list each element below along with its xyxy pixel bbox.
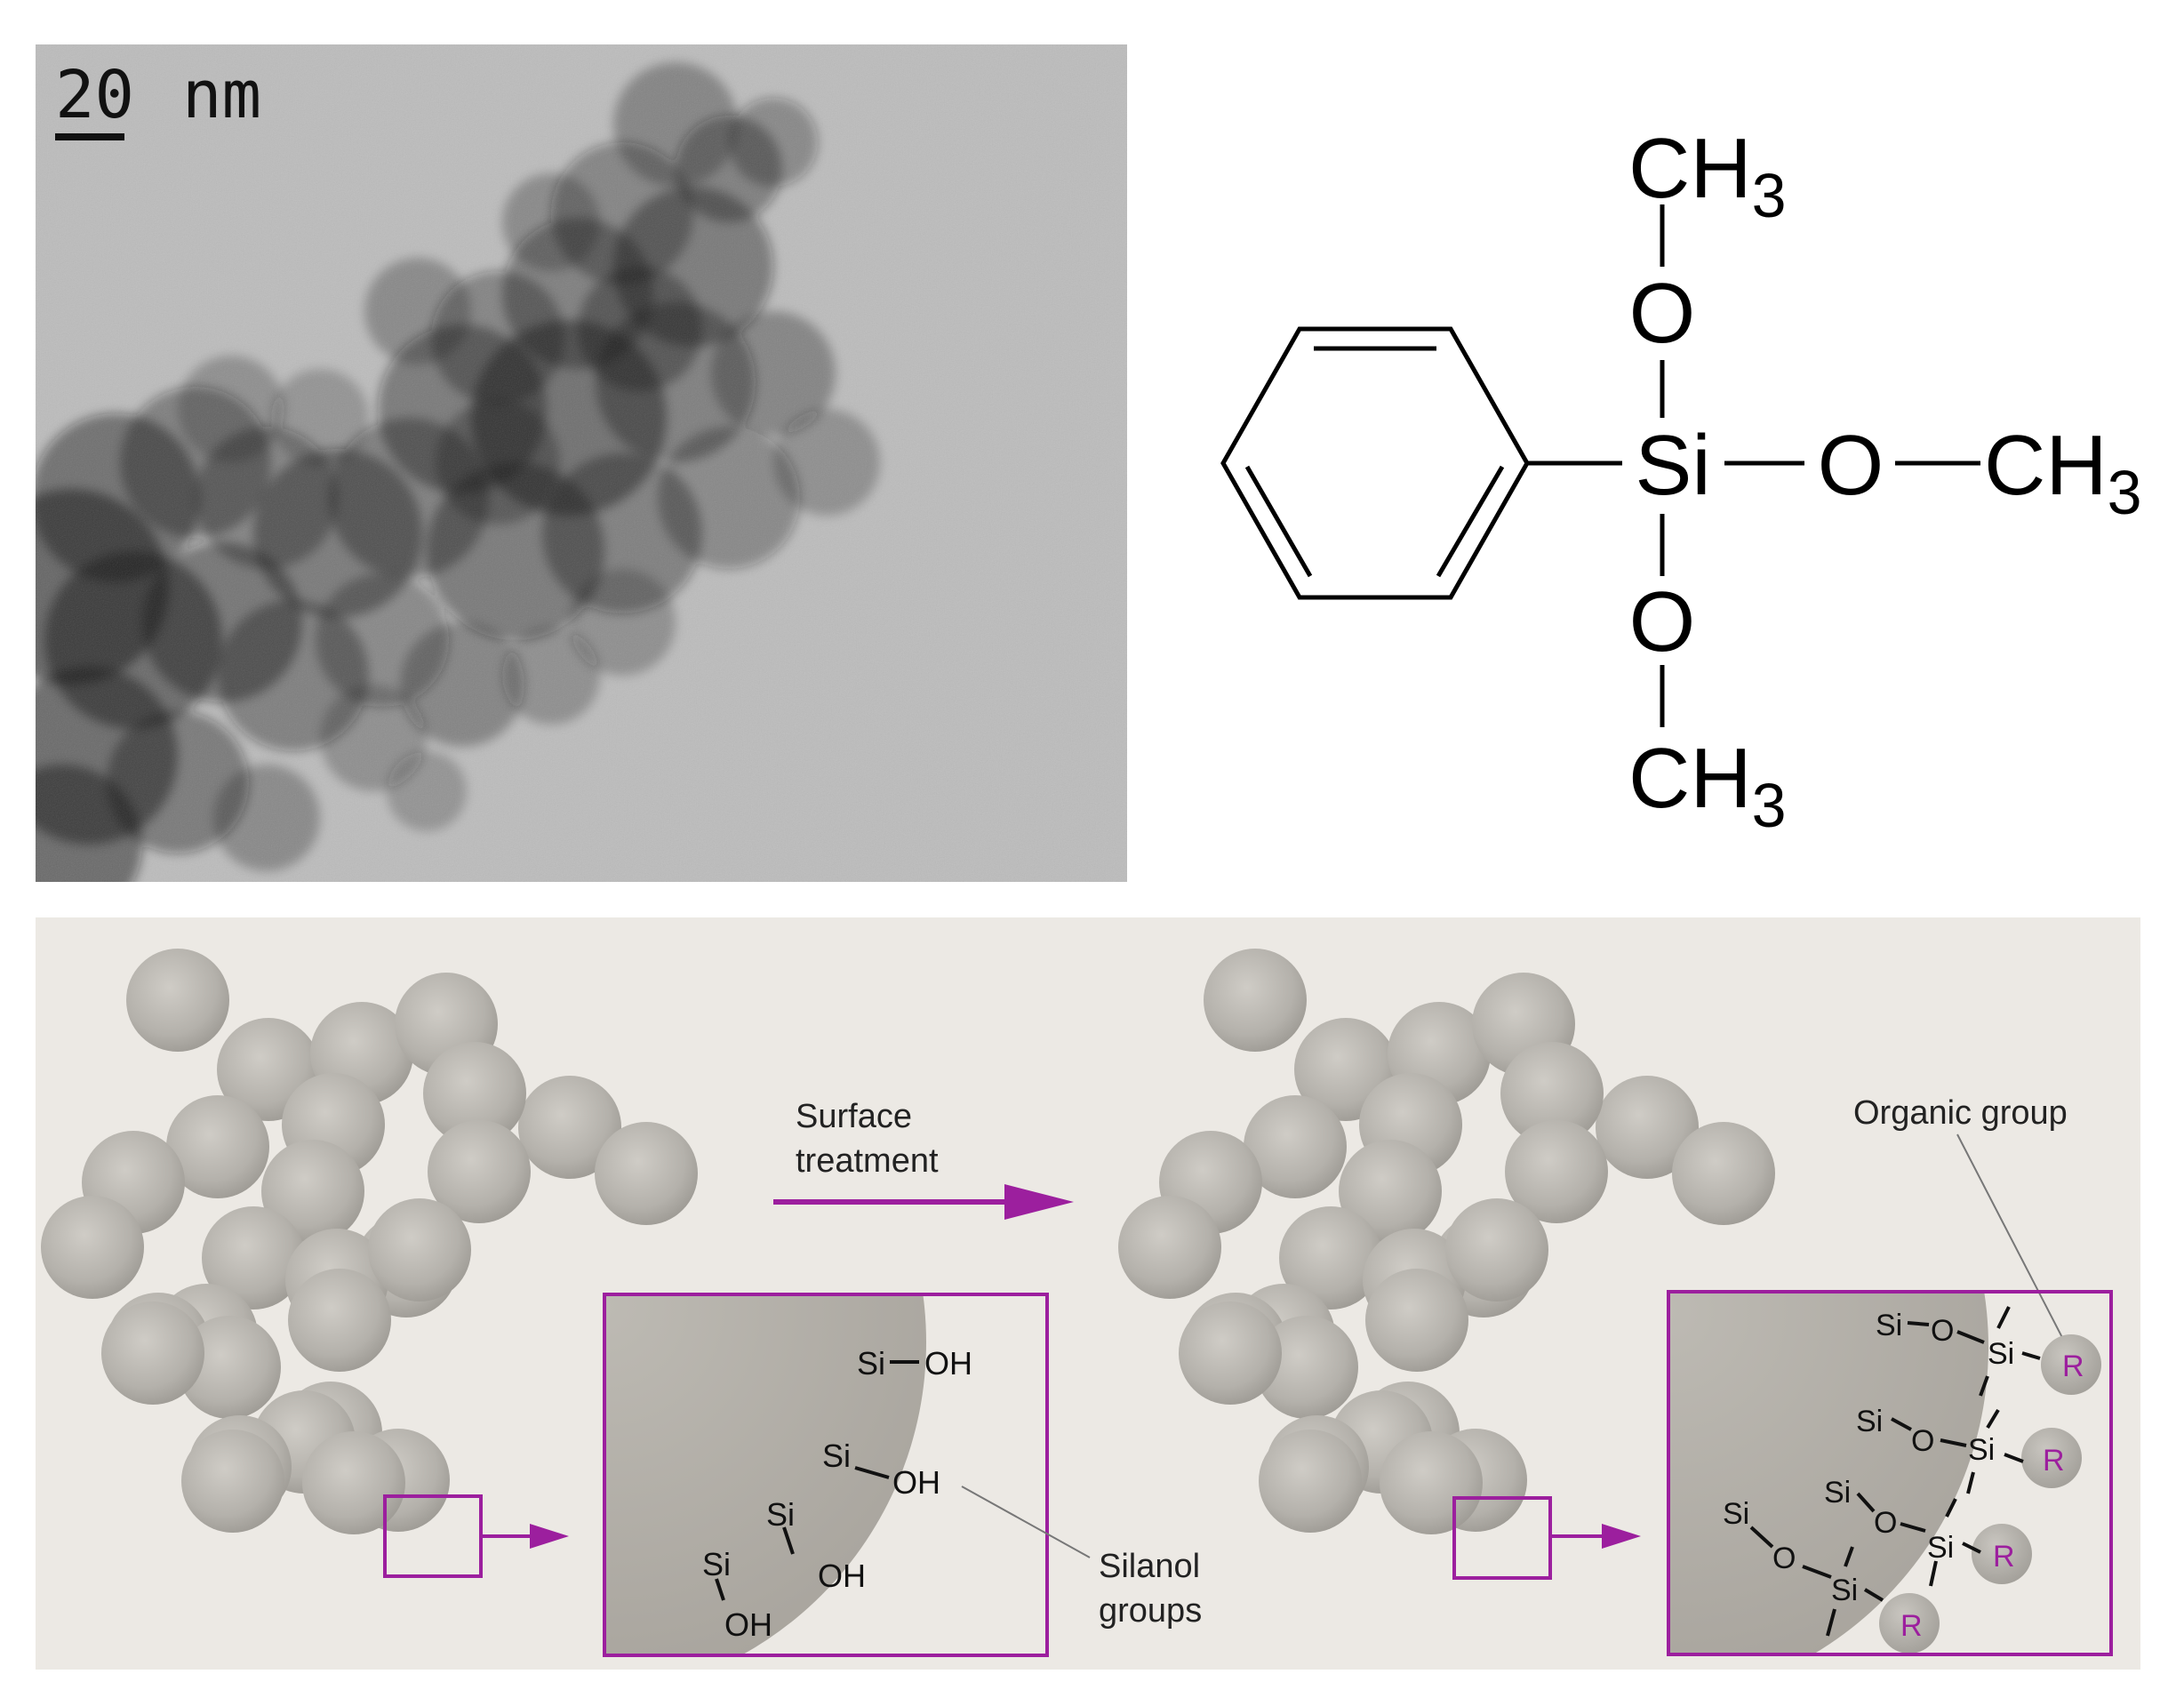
organic-r: R xyxy=(2062,1350,2084,1383)
nanoparticle xyxy=(1505,1120,1608,1223)
nanoparticle xyxy=(126,949,229,1052)
nanoparticle xyxy=(1339,1140,1442,1243)
silanol-oh: OH xyxy=(892,1464,940,1501)
nanoparticle xyxy=(1279,1206,1382,1310)
siloxane-o: O xyxy=(1874,1506,1897,1540)
organic-r: R xyxy=(1993,1540,2015,1574)
nanoparticle xyxy=(1179,1302,1282,1405)
nanoparticle xyxy=(518,1076,621,1179)
untreated-particle-aggregate xyxy=(41,949,698,1534)
nanoparticle xyxy=(1118,1196,1221,1299)
siloxane-o: O xyxy=(1931,1314,1954,1348)
nanoparticle xyxy=(41,1196,144,1299)
nanoparticle xyxy=(181,1430,284,1533)
siloxane-bonds xyxy=(1749,1306,2041,1637)
organic-r: R xyxy=(2043,1444,2065,1478)
nanoparticle xyxy=(101,1302,204,1405)
scale-bar-unit: nm xyxy=(182,57,261,133)
siloxane-si: Si xyxy=(1927,1531,1954,1565)
siloxane-si: Si xyxy=(1831,1574,1858,1607)
treated-particle-aggregate xyxy=(1118,949,1775,1534)
nanoparticle xyxy=(166,1095,269,1198)
siloxane-si: Si xyxy=(1723,1497,1749,1531)
siloxane-o: O xyxy=(1911,1424,1934,1458)
nanoparticle xyxy=(302,1431,405,1534)
surface-treatment-schematic: Surface treatment Si xyxy=(36,917,2140,1670)
nanoparticle xyxy=(261,1140,364,1243)
organic-group-inset: Organic group xyxy=(1667,1094,2113,1656)
right-methyl: CH3 xyxy=(1984,418,2142,527)
silanol-label-line1: Silanol xyxy=(1099,1548,1200,1585)
silanol-callout-line xyxy=(961,1486,1091,1558)
phenyltrimethoxysilane-structure: CH3 O Si O CH3 O CH3 xyxy=(1220,121,2142,840)
siloxane-si: Si xyxy=(1876,1309,1902,1342)
zoom-arrow-right xyxy=(1550,1524,1641,1549)
silanol-inset: Si OH Si OH Si OH Si OH Silanol groups xyxy=(603,1293,1202,1657)
top-methyl: CH3 xyxy=(1628,121,1787,230)
siloxane-si: Si xyxy=(1824,1476,1851,1510)
nanoparticle xyxy=(1380,1431,1483,1534)
silanol-si: Si xyxy=(702,1546,731,1582)
nanoparticle xyxy=(1445,1198,1548,1302)
siloxane-si: Si xyxy=(1856,1405,1883,1438)
arrow-label-surface: Surface xyxy=(796,1098,912,1135)
inset-frame xyxy=(603,1293,1049,1657)
organic-group-ball xyxy=(1972,1524,2032,1584)
organic-group-ball xyxy=(2021,1428,2082,1488)
silanol-oh: OH xyxy=(818,1558,866,1594)
siloxane-si: Si xyxy=(1968,1433,1995,1467)
siloxane-si: Si xyxy=(1988,1337,2014,1371)
zoom-arrow-left xyxy=(481,1524,569,1549)
nanoparticle xyxy=(1500,1042,1604,1145)
nanoparticle xyxy=(595,1122,698,1225)
tem-micrograph: 20 nm xyxy=(36,44,1127,882)
nanoparticle xyxy=(1596,1076,1699,1179)
bonds xyxy=(1527,204,1980,727)
nanoparticle xyxy=(423,1042,526,1145)
nanoparticle xyxy=(1204,949,1307,1052)
particle-surface xyxy=(604,1294,926,1655)
nanoparticle xyxy=(1244,1095,1347,1198)
scale-bar-value: 20 xyxy=(55,57,134,133)
top-oxygen: O xyxy=(1629,266,1696,361)
siloxane-o: O xyxy=(1772,1542,1796,1575)
nanoparticle xyxy=(1365,1269,1468,1372)
silanol-label-line2: groups xyxy=(1099,1592,1202,1630)
silanol-oh: OH xyxy=(724,1606,772,1643)
nanoparticle xyxy=(178,1316,281,1419)
organic-group-label: Organic group xyxy=(1853,1094,2068,1132)
nanoparticle xyxy=(368,1198,471,1302)
nanoparticle xyxy=(288,1269,391,1372)
particle-surface xyxy=(1668,1292,1988,1654)
nanoparticle xyxy=(428,1120,531,1223)
bottom-oxygen: O xyxy=(1629,574,1696,669)
tem-noise xyxy=(36,44,1127,882)
silanol-bonds xyxy=(715,1360,919,1601)
organic-r: R xyxy=(1900,1609,1923,1643)
benzene-ring xyxy=(1220,326,1530,600)
silanol-si: Si xyxy=(822,1438,851,1474)
organic-group-ball xyxy=(1879,1593,1940,1654)
nanoparticle xyxy=(1259,1430,1362,1533)
silanol-si: Si xyxy=(766,1496,795,1533)
surface-treatment-arrow xyxy=(773,1184,1074,1220)
bottom-methyl: CH3 xyxy=(1628,731,1787,840)
inset-frame xyxy=(1667,1290,2113,1656)
organic-callout-line xyxy=(1956,1133,2069,1350)
silicon-atom: Si xyxy=(1635,418,1710,513)
nanoparticle xyxy=(1672,1122,1775,1225)
nanoparticle xyxy=(202,1206,305,1310)
arrow-label-treatment: treatment xyxy=(796,1142,939,1180)
right-oxygen: O xyxy=(1818,418,1884,513)
silanol-oh: OH xyxy=(924,1345,972,1382)
silanol-si: Si xyxy=(857,1345,885,1382)
organic-group-ball xyxy=(2041,1334,2101,1395)
nanoparticle xyxy=(1255,1316,1358,1419)
